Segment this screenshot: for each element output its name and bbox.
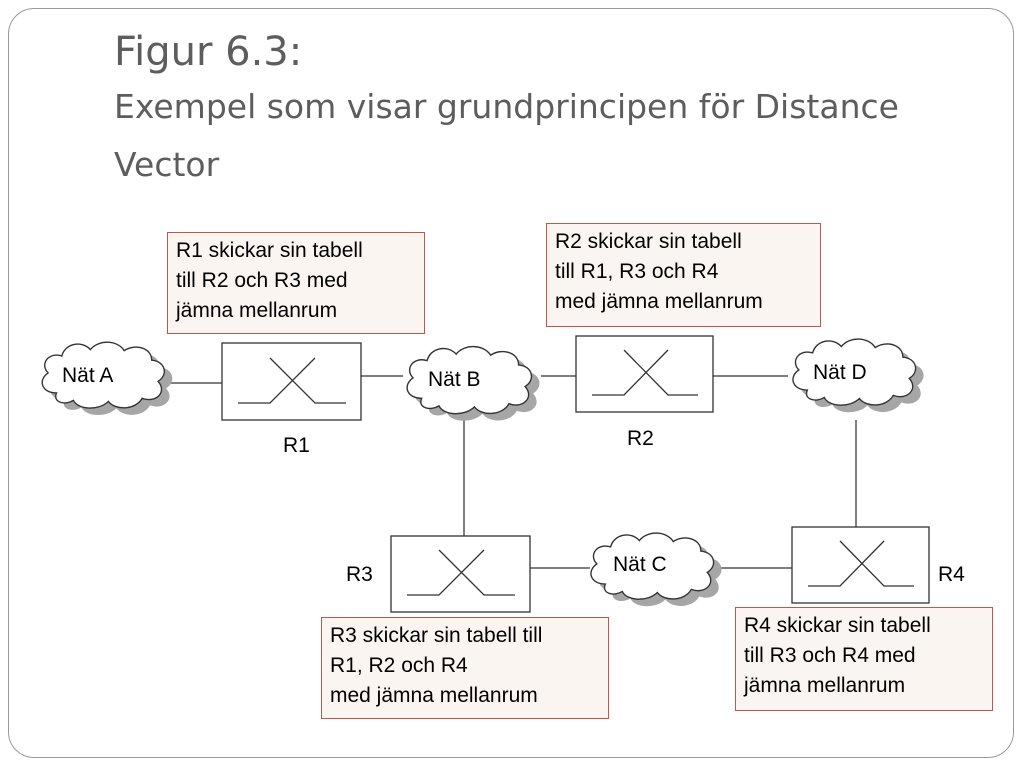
net-b-label: Nät B xyxy=(428,368,481,391)
note-r1: R1 skickar sin tabell till R2 och R3 med… xyxy=(167,232,425,334)
router-r1-label: R1 xyxy=(283,434,310,457)
note-r3: R3 skickar sin tabell till R1, R2 och R4… xyxy=(321,617,609,719)
slide-frame xyxy=(8,8,1014,758)
router-r4 xyxy=(791,526,930,604)
links xyxy=(170,375,857,569)
title-line-1: Figur 6.3: xyxy=(114,29,303,75)
slide-title: Figur 6.3: Exempel som visar grundprinci… xyxy=(114,26,914,194)
router-r2 xyxy=(575,335,714,413)
router-r3-label: R3 xyxy=(346,563,373,586)
net-d-label: Nät D xyxy=(813,361,867,384)
router-r3 xyxy=(390,535,531,613)
net-c-label: Nät C xyxy=(613,553,667,576)
net-a-label: Nät A xyxy=(62,364,114,387)
router-r2-label: R2 xyxy=(627,427,654,450)
router-r4-label: R4 xyxy=(938,563,965,586)
title-line-2: Exempel som visar grundprincipen för Dis… xyxy=(114,87,899,184)
router-r1 xyxy=(221,342,362,421)
note-r4: R4 skickar sin tabell till R3 och R4 med… xyxy=(735,607,993,711)
note-r2: R2 skickar sin tabell till R1, R3 och R4… xyxy=(546,223,821,327)
